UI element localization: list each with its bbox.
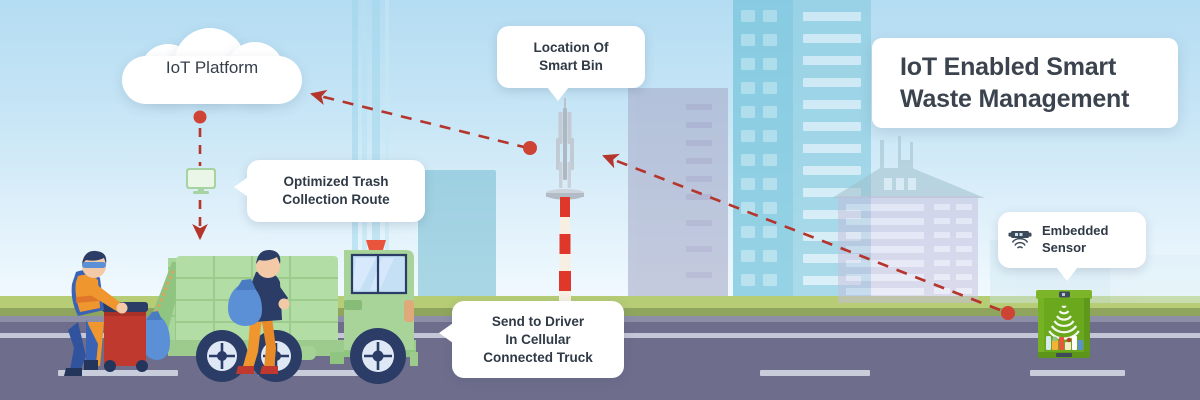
- cloud-base: [122, 56, 302, 104]
- building-lavender-slab: [628, 88, 728, 303]
- building-cyan-slim3: [372, 0, 380, 300]
- road-dash: [1030, 370, 1125, 376]
- title-line-2: Waste Management: [900, 85, 1130, 113]
- callout-driver-line-3: Connected Truck: [483, 349, 593, 365]
- monitor-stand: [198, 188, 204, 192]
- iot-platform-cloud[interactable]: IoT Platform: [122, 28, 302, 104]
- road-dash: [258, 370, 378, 376]
- sanitation-worker-right: [228, 249, 290, 374]
- building-cyan-slim2: [362, 0, 367, 300]
- callout-tail: [439, 323, 453, 343]
- building-cyan-tower: [733, 0, 793, 303]
- callout-sensor-line-2: Sensor: [1042, 239, 1087, 255]
- arrow-origin-dot-tower: [523, 141, 537, 155]
- callout-tail: [547, 86, 569, 101]
- window-rows: [628, 88, 728, 303]
- smart-waste-bin-icon[interactable]: [1036, 290, 1092, 360]
- callout-tail: [234, 177, 248, 197]
- callout-embedded-sensor[interactable]: Embedded Sensor: [998, 212, 1146, 281]
- window-grid: [733, 0, 793, 303]
- callout-send-to-driver[interactable]: Send to Driver In Cellular Connected Tru…: [439, 301, 624, 379]
- callout-driver-line-2: In Cellular: [505, 331, 571, 347]
- monitor-screen: [186, 168, 216, 189]
- callout-location-of-smart-bin[interactable]: Location Of Smart Bin: [497, 26, 645, 101]
- bin-contents: [1046, 336, 1083, 350]
- title-line-1: IoT Enabled Smart: [900, 53, 1117, 81]
- arrow-origin-dot-bin: [1001, 306, 1015, 320]
- callout-tail: [1056, 266, 1078, 281]
- road-dash: [760, 370, 870, 376]
- page-title: IoT Enabled Smart Waste Management: [900, 51, 1129, 115]
- callout-route-line-1: Optimized Trash: [283, 174, 389, 189]
- monitor-icon: [186, 168, 216, 194]
- arrow-tower-to-cloud: [309, 89, 529, 150]
- monitor-foot: [193, 191, 209, 194]
- callout-route-line-2: Collection Route: [282, 191, 390, 207]
- arrow-origin-dot-cloud: [193, 110, 207, 124]
- callout-location-line-1: Location Of: [533, 40, 609, 55]
- building-cyan-slim: [352, 0, 358, 300]
- embedded-sensor-icon: [1007, 228, 1033, 252]
- callout-driver-line-1: Send to Driver: [491, 314, 585, 329]
- cloud-label: IoT Platform: [165, 58, 259, 77]
- callout-sensor-line-1: Embedded: [1042, 223, 1109, 238]
- building-teal-block: [418, 170, 496, 305]
- road-dash: [58, 370, 178, 376]
- title-card: IoT Enabled Smart Waste Management: [872, 38, 1178, 128]
- arrow-bin-to-tower: [602, 153, 1001, 312]
- callout-sensor-text: Embedded Sensor: [1042, 223, 1108, 257]
- callout-optimized-trash-collection-route[interactable]: Optimized Trash Collection Route: [234, 160, 425, 222]
- window-stripes: [793, 0, 871, 303]
- sanitation-worker-left: [64, 250, 148, 376]
- building-cyan-slim4: [385, 0, 389, 300]
- callout-location-line-2: Smart Bin: [539, 57, 603, 73]
